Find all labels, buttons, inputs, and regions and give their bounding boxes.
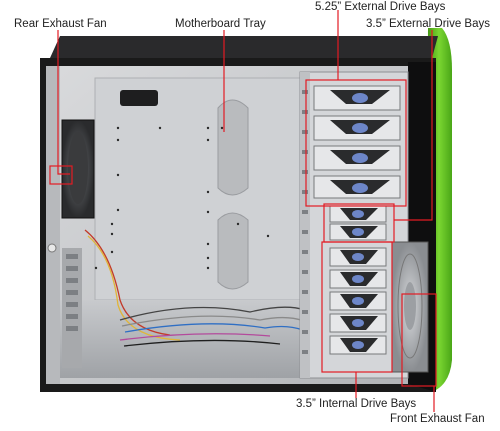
bays-35-external — [329, 205, 387, 241]
bays-525 — [313, 85, 401, 199]
callouts — [49, 10, 437, 412]
tray-mounting-holes — [94, 126, 270, 270]
motherboard-tray — [94, 77, 301, 301]
label-rear-exhaust-fan: Rear Exhaust Fan — [14, 18, 107, 30]
label-35-external-bays: 3.5” External Drive Bays — [366, 18, 490, 30]
label-front-exhaust-fan: Front Exhaust Fan — [390, 413, 485, 425]
rear-fan — [61, 119, 95, 219]
label-525-external-bays: 5.25” External Drive Bays — [315, 1, 446, 13]
bays-35-internal — [329, 247, 387, 355]
front-fan — [391, 241, 429, 373]
case-floor — [56, 300, 320, 378]
rear-io-panel — [46, 66, 82, 384]
label-motherboard-tray: Motherboard Tray — [175, 18, 266, 30]
label-35-internal-bays: 3.5” Internal Drive Bays — [296, 398, 417, 410]
